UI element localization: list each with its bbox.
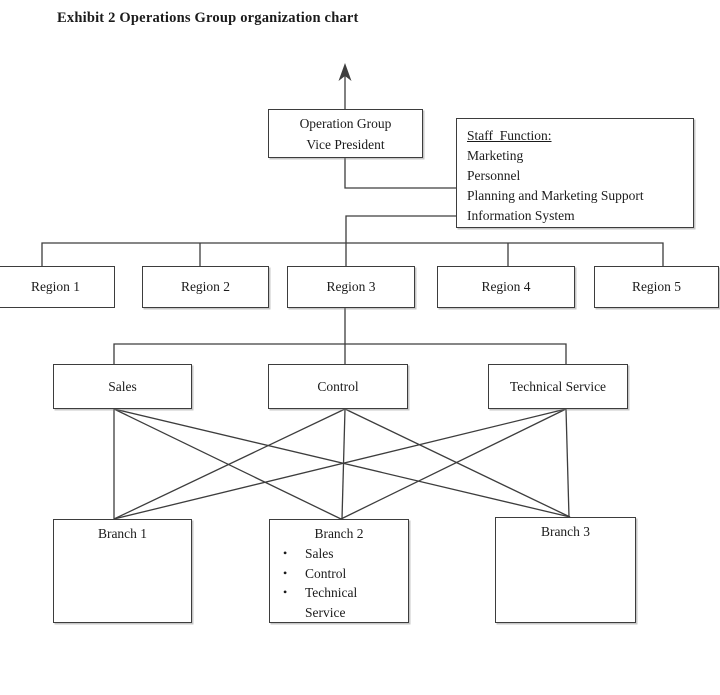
node-operation-group-vp: Operation Group Vice President bbox=[268, 109, 423, 158]
node-control: Control bbox=[268, 364, 408, 409]
region-label: Region 4 bbox=[481, 279, 531, 294]
function-label: Sales bbox=[108, 378, 137, 394]
bullet-label: Control bbox=[305, 565, 347, 581]
node-region-2: Region 2 bbox=[142, 266, 269, 308]
node-region-4: Region 4 bbox=[437, 266, 575, 308]
node-branch-1: Branch 1 bbox=[53, 519, 192, 623]
branch-label: Branch 2 bbox=[314, 526, 364, 541]
node-branch-2: Branch 2 Sales Control Technical Service bbox=[269, 519, 409, 623]
function-label: Control bbox=[317, 378, 359, 394]
function-label: Technical Service bbox=[509, 378, 607, 394]
node-sales: Sales bbox=[53, 364, 192, 409]
region-label: Region 3 bbox=[326, 279, 376, 294]
bullet-icon bbox=[283, 583, 305, 603]
branch-label: Branch 3 bbox=[540, 524, 591, 539]
staff-function-heading: Staff Function: bbox=[467, 128, 552, 143]
staff-function-item: Marketing bbox=[467, 148, 524, 163]
region-label: Region 2 bbox=[180, 279, 231, 294]
vp-staff-connector-bottom bbox=[345, 215, 456, 266]
list-item: Sales bbox=[270, 544, 408, 564]
node-region-5: Region 5 bbox=[594, 266, 719, 308]
branch-2-bullet-list: Sales Control Technical Service bbox=[270, 544, 408, 622]
vp-label-line1: Operation Group bbox=[299, 115, 392, 131]
node-region-1: Region 1 bbox=[0, 266, 115, 308]
vp-staff-connector-top bbox=[344, 157, 456, 189]
region-label: Region 5 bbox=[631, 279, 682, 294]
staff-function-item: Personnel bbox=[467, 168, 521, 183]
region-bus bbox=[41, 242, 664, 266]
node-staff-function: Staff Function: Marketing Personnel Plan… bbox=[456, 118, 694, 228]
page-title: Exhibit 2 Operations Group organization … bbox=[57, 10, 359, 26]
list-item: Control bbox=[270, 564, 408, 584]
bullet-icon bbox=[283, 544, 305, 564]
up-arrow-head bbox=[338, 63, 352, 81]
node-region-3: Region 3 bbox=[287, 266, 415, 308]
staff-function-item: Planning and Marketing Support bbox=[467, 188, 644, 203]
staff-function-item: Information System bbox=[467, 208, 575, 223]
list-item: Technical Service bbox=[270, 583, 408, 622]
branch-label: Branch 1 bbox=[97, 526, 148, 541]
region-label: Region 1 bbox=[30, 279, 81, 294]
functions-bus bbox=[113, 343, 567, 364]
bullet-label: Technical Service bbox=[305, 585, 358, 620]
bullet-label: Sales bbox=[305, 546, 334, 561]
vp-label-line2: Vice President bbox=[306, 136, 385, 152]
node-technical-service: Technical Service bbox=[488, 364, 628, 409]
node-branch-3: Branch 3 bbox=[495, 517, 636, 623]
bullet-icon bbox=[283, 564, 305, 584]
